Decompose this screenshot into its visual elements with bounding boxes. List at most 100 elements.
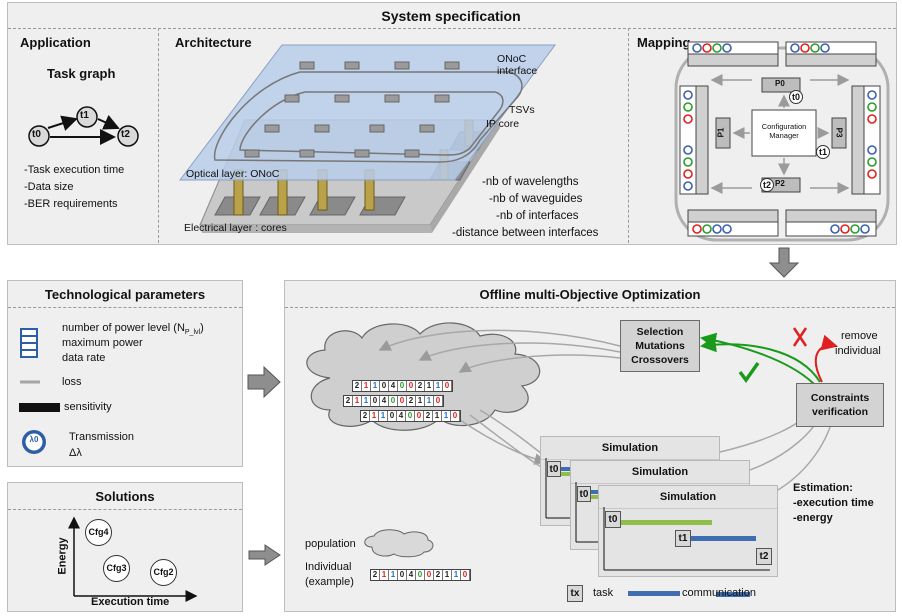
chromosome-gene: 0 <box>398 381 407 391</box>
optimization-divider <box>285 307 895 308</box>
chromosome-gene: 1 <box>416 396 425 406</box>
solution-cfg2: Cfg2 <box>150 559 177 586</box>
app-line-2: -BER requirements <box>24 198 118 210</box>
sim3-task-t1: t1 <box>675 530 691 547</box>
application-header: Application <box>20 35 91 50</box>
config-manager-label: Configuration Manager <box>761 122 807 140</box>
tech-sensitivity: sensitivity <box>64 401 112 413</box>
chromosome-gene: 1 <box>425 381 434 391</box>
chromosome-gene: 0 <box>434 396 443 406</box>
solutions-divider <box>8 509 242 510</box>
chromosome-gene: 1 <box>380 570 389 580</box>
system-spec-title: System specification <box>381 8 521 24</box>
optimization-title: Offline multi-Objective Optimization <box>479 287 701 302</box>
selection-label: Selection <box>636 326 684 338</box>
verification-label: verification <box>811 406 869 418</box>
solution-cfg4: Cfg4 <box>85 519 112 546</box>
mapping-header: Mapping <box>637 35 691 50</box>
mapping-task-t0: t0 <box>789 90 803 104</box>
simulation-header-2: Simulation <box>571 461 749 484</box>
chromosome-gene: 1 <box>362 396 371 406</box>
chromosome-gene: 0 <box>407 381 416 391</box>
chromosome-gene: 1 <box>353 396 362 406</box>
population-label: population <box>305 538 356 550</box>
chromosome-gene: 1 <box>443 570 452 580</box>
power-level-icon <box>20 328 38 358</box>
chromosome-gene: 1 <box>434 381 443 391</box>
processor-p0: P0 <box>775 79 785 88</box>
tech-divider <box>8 307 242 308</box>
chromosome-gene: 1 <box>425 396 434 406</box>
app-line-1: -Data size <box>24 181 74 193</box>
sim3-task-t0: t0 <box>605 511 621 528</box>
tech-delta: Δλ <box>69 447 82 459</box>
individual-label-0: Individual <box>305 561 352 573</box>
app-line-0: -Task execution time <box>24 164 125 176</box>
sim1-task-t0: t0 <box>547 461 561 477</box>
crossovers-label: Crossovers <box>631 354 689 366</box>
chromosome-gene: 0 <box>388 411 397 421</box>
constraints-label: Constraints <box>810 392 870 404</box>
divider-top <box>8 28 896 29</box>
arch-param-1: -nb of waveguides <box>489 193 583 205</box>
chromosome-gene: 4 <box>380 396 389 406</box>
selection-box: Selection Mutations Crossovers <box>620 320 700 372</box>
estimation-2: -energy <box>793 512 833 524</box>
tech-power-line-0: number of power level (NP_lvl) <box>62 322 204 337</box>
individual-label-1: (example) <box>305 576 354 588</box>
tech-power-line-1: maximum power <box>62 337 143 349</box>
chromosome-gene: 1 <box>452 570 461 580</box>
legend-communication-bar <box>628 591 680 596</box>
chromosome-gene: 2 <box>371 570 380 580</box>
chromosome-gene: 2 <box>344 396 353 406</box>
solutions-panel <box>7 482 243 612</box>
chromosome-gene: 0 <box>461 570 470 580</box>
solution-cfg3: Cfg3 <box>103 555 130 582</box>
chromosome-gene: 2 <box>416 381 425 391</box>
legend-task-label: task <box>593 587 614 599</box>
legend-task-tx: tx <box>567 585 583 602</box>
chromosome-gene: 1 <box>433 411 442 421</box>
architecture-header: Architecture <box>175 35 252 50</box>
chromosome-gene: 0 <box>415 411 424 421</box>
electrical-layer-label: Electrical layer : cores <box>184 222 287 234</box>
divider-app-arch <box>158 28 159 243</box>
task-node-t1: t1 <box>80 110 89 121</box>
processor-p2: P2 <box>775 179 785 188</box>
sim3-task-t2: t2 <box>756 548 772 565</box>
mapping-task-t2: t2 <box>760 178 774 192</box>
ip-core-label: IP core <box>486 118 520 130</box>
chromosome-gene: 1 <box>370 411 379 421</box>
chromosome-gene: 1 <box>389 570 398 580</box>
chromosome-gene: 4 <box>389 381 398 391</box>
solutions-x-label: Execution time <box>91 596 170 608</box>
onoc-interface-text: ONoC interface <box>497 53 538 77</box>
chromosome-gene: 2 <box>424 411 433 421</box>
lambda-symbol: λ0 <box>29 435 39 444</box>
arch-param-0: -nb of wavelengths <box>482 176 579 188</box>
chromosome-gene: 4 <box>407 570 416 580</box>
sim2-task-t0: t0 <box>577 486 591 502</box>
estimation-1: -execution time <box>793 497 874 509</box>
remove-label-1: individual <box>835 345 881 357</box>
chromosome-gene: 0 <box>398 396 407 406</box>
solutions-title: Solutions <box>95 489 155 504</box>
chromosome-gene: 2 <box>353 381 362 391</box>
constraints-box: Constraints verification <box>796 383 884 427</box>
chromosome-gene: 0 <box>425 570 434 580</box>
remove-label-0: remove <box>841 330 878 342</box>
chromosome-gene: 0 <box>443 381 452 391</box>
chromosome-gene: 1 <box>371 381 380 391</box>
chromosome-gene: 1 <box>442 411 451 421</box>
divider-arch-map <box>628 28 629 243</box>
tsvs-label: TSVs <box>509 104 535 116</box>
mutations-label: Mutations <box>635 340 685 352</box>
arch-param-2: -nb of interfaces <box>496 210 579 222</box>
